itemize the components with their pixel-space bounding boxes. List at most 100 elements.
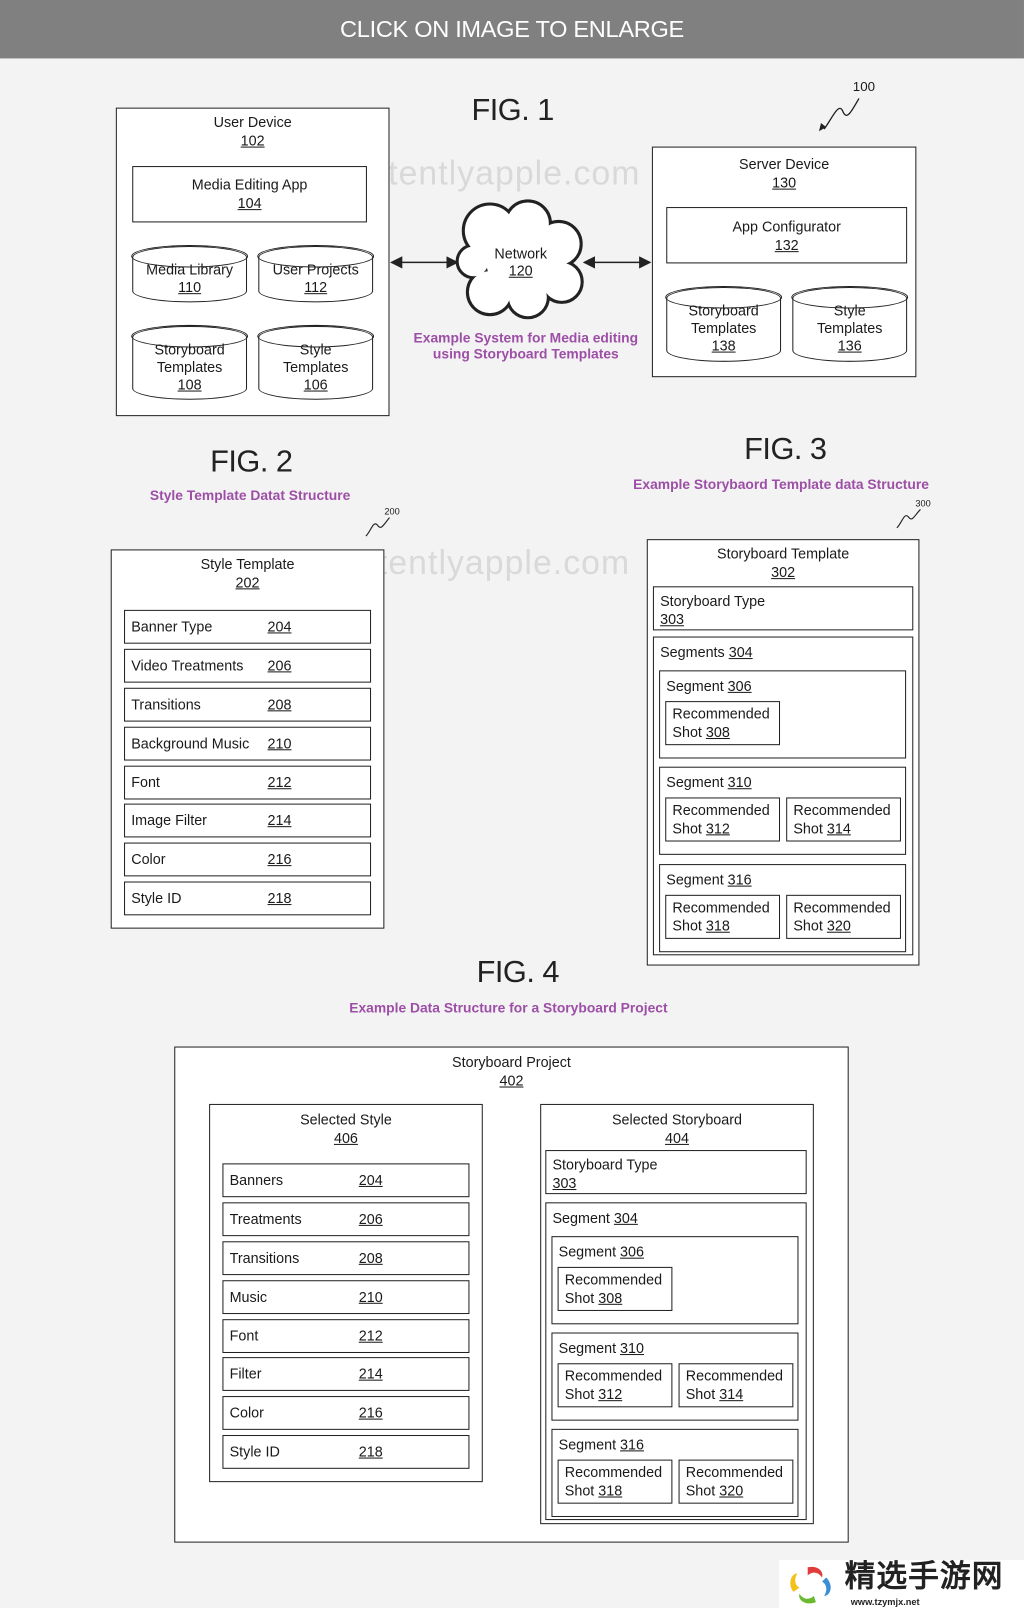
label: Shot: [685, 1385, 716, 1402]
field-label: Video Treatments: [131, 656, 244, 674]
label: Recommended: [564, 1463, 663, 1481]
label: Shot: [564, 1481, 595, 1499]
ref-number: 318: [705, 916, 730, 934]
field-row: Transitions 208: [222, 1241, 470, 1275]
label-line: Shot 318: [565, 1482, 672, 1500]
ref-number: 120: [508, 262, 533, 279]
field-number: 216: [267, 851, 292, 868]
label: Recommended: [793, 898, 891, 916]
label: Storyboard: [688, 302, 759, 319]
label: Recommended: [672, 801, 770, 818]
label-line: Shot 320: [686, 1482, 793, 1500]
label: Segment: [558, 1436, 617, 1453]
enlarge-banner[interactable]: CLICK ON IMAGE TO ENLARGE: [0, 0, 1024, 59]
label: Storyboard Type: [660, 592, 766, 609]
site-logo[interactable]: 精选手游网 www.tzymjx.net: [779, 1560, 1024, 1608]
label: Storyboard Project: [452, 1053, 571, 1071]
label: Style: [833, 302, 866, 319]
field-label: Transitions: [229, 1249, 300, 1266]
label: User Projects: [272, 261, 359, 278]
field-row: Font 212: [222, 1318, 470, 1353]
field-label: Font: [229, 1326, 259, 1344]
label: Segment: [666, 677, 724, 694]
label: Storyboard: [154, 341, 225, 358]
ref-number: 202: [235, 573, 260, 590]
label: Shot: [793, 916, 823, 934]
label: Shot: [564, 1385, 595, 1402]
field-label: Filter: [229, 1365, 262, 1383]
ref-number: 320: [719, 1481, 744, 1499]
squiggle-arrow-icon: [818, 98, 860, 132]
fig2-label: FIG. 2: [210, 444, 293, 479]
ref-number: 312: [705, 819, 730, 836]
ref-number: 312: [598, 1385, 623, 1402]
field-number: 214: [358, 1365, 383, 1383]
ref-number: 316: [620, 1436, 645, 1453]
label-line: Shot 314: [686, 1385, 793, 1403]
watermark: patentlyapple.com: [338, 543, 631, 582]
ref-number: 318: [598, 1481, 623, 1499]
ref-number: 302: [771, 563, 796, 580]
field-row: Color 216: [124, 842, 372, 877]
fig3-label: FIG. 3: [744, 432, 827, 467]
fig4-label: FIG. 4: [476, 955, 560, 990]
ref-number: 138: [711, 337, 736, 354]
label: Recommended: [685, 1463, 784, 1481]
field-number: 214: [267, 812, 292, 829]
ref-number: 310: [620, 1339, 645, 1357]
field-number: 212: [358, 1326, 383, 1344]
network-cloud-icon: [390, 199, 652, 320]
field-label: Background Music: [131, 734, 250, 751]
ref-number: 320: [826, 916, 851, 934]
label: Recommended: [564, 1367, 663, 1384]
field-number: 206: [358, 1210, 383, 1227]
label-line: Shot 308: [672, 723, 779, 741]
fig2-caption: Style Template Datat Structure: [149, 487, 351, 504]
field-number: 204: [267, 618, 292, 635]
label: Network: [494, 244, 548, 262]
ref-number: 306: [620, 1243, 645, 1260]
label: Selected Storyboard: [611, 1111, 743, 1128]
label-line: Shot 318: [672, 917, 779, 935]
ref-number: 316: [727, 871, 752, 888]
field-label: Color: [131, 851, 166, 868]
field-number: 208: [358, 1249, 383, 1266]
ref-number: 110: [178, 278, 202, 296]
label: Recommended: [793, 801, 891, 818]
label: Storyboard Template: [717, 545, 850, 562]
label: Storyboard Type: [552, 1156, 658, 1173]
label-line: Shot 314: [793, 819, 900, 837]
label: Segment: [558, 1243, 617, 1260]
label: Media Library: [146, 261, 234, 278]
fig1-label: FIG. 1: [471, 93, 555, 128]
logo-url: www.tzymjx.net: [850, 1596, 920, 1608]
label: Recommended: [672, 705, 770, 722]
ref-number: 132: [774, 236, 799, 253]
ref-number: 308: [598, 1288, 623, 1306]
label: Recommended: [685, 1367, 784, 1384]
label: Selected Style: [300, 1111, 392, 1128]
label: User Device: [213, 113, 292, 131]
label: Shot: [793, 819, 823, 836]
